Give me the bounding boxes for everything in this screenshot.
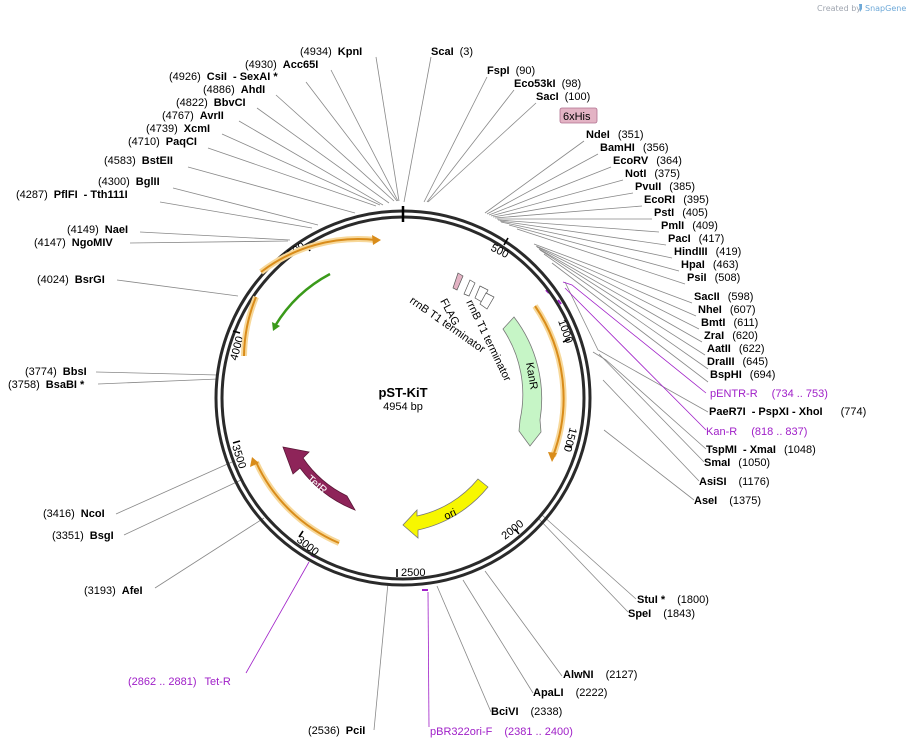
site-bsrgi: (4024)BsrGI [37,274,105,286]
ori-feature [402,478,489,539]
plasmid-name: pST-KiT [378,385,427,400]
primer-labels: pENTR-R(734 .. 753) Kan-R(818 .. 837) (2… [128,388,828,738]
site-xcmi: (4739)XcmI [146,123,210,135]
site-bsphi: BspHI(694) [710,369,775,381]
site-kpni: (4934)KpnI [300,46,362,58]
site-bbsi: (3774)BbsI [25,366,87,378]
tick-label-500: 500 [489,242,511,261]
site-psii: PsiI(508) [687,272,740,284]
site-aatii: AatII(622) [707,343,765,355]
primer-connector-lines [245,281,707,728]
site-connector-lines [95,56,709,731]
flag-feature [452,272,464,291]
site-ndei: NdeI(351) [586,129,644,141]
primer-pbr322ori-f: pBR322ori-F(2381 .. 2400) [430,726,573,738]
site-pcii: (2536)PciI [308,725,365,737]
site-bsgi: (3351)BsgI [52,530,114,542]
site-bamhi: BamHI(356) [600,142,669,154]
site-bbvci: (4822)BbvCI [176,97,246,109]
site-ecorv: EcoRV(364) [613,155,682,167]
site-bcivi: BciVI(2338) [491,706,562,718]
site-ecori: EcoRI(395) [644,194,709,206]
site-ngomiv: (4147)NgoMIV [34,237,113,249]
site-sacii: SacII(598) [694,291,753,303]
site-paer7i: PaeR7I- PspXI - XhoI(774) [709,406,866,418]
site-stui: StuI *(1800) [637,594,709,606]
site-nhei: NheI(607) [698,304,756,316]
site-asisi: AsiSI(1176) [699,476,770,488]
kanr-feature [502,316,543,447]
brand-name: SnapGene [865,4,906,13]
site-fspi: FspI(90) [487,65,535,77]
site-bsabi: (3758)BsaBI * [8,379,85,391]
snapgene-logo-icon [859,4,862,12]
site-pvuii: PvuII(385) [635,181,695,193]
site-naei: (4149)NaeI [67,224,128,236]
brand-prefix: Created by [817,4,861,13]
site-eco53ki: Eco53kI(98) [514,78,581,90]
tick-label-2000: 2000 [499,518,526,543]
terminator-features [463,279,495,310]
ori-label: ori [442,507,458,523]
site-csii: (4926)CsiI- SexAI * [169,71,278,83]
site-pmli: PmlI(409) [661,220,718,232]
tick-label-1000: 1000 [555,318,575,345]
tetr-feature [282,446,356,511]
site-tspmi: TspMI- XmaI(1048) [706,444,816,456]
tick-label-3000: 3000 [294,534,321,559]
site-asei: AseI(1375) [694,495,761,507]
site-draiii: DraIII(645) [707,356,768,368]
site-paqci: (4710)PaqCI [128,136,197,148]
orf-arcs [241,236,567,546]
sixhis-label: 6xHis [563,111,591,123]
primer-kan-r: Kan-R(818 .. 837) [706,426,807,438]
kanr-label: KanR [523,361,540,390]
site-pflfi: (4287)PflFI- Tth111I [16,189,128,201]
site-bsteii: (4583)BstEII [104,155,173,167]
site-noti: NotI(375) [625,168,680,180]
left-site-labels: (4934)KpnI (4930)Acc65I (4926)CsiI- SexA… [8,46,365,737]
site-bglii: (4300)BglII [98,176,160,188]
site-ahdi: (4886)AhdI [203,84,265,96]
site-psti: PstI(405) [654,207,708,219]
orf-arrowheads [250,235,557,467]
plasmid-length: 4954 bp [383,401,423,413]
site-afei: (3193)AfeI [84,585,143,597]
primer-tet-r: (2862 .. 2881)Tet-R [128,676,231,688]
site-saci: SacI(100) [536,91,590,103]
site-hpai: HpaI(463) [681,259,739,271]
site-alwni: AlwNI(2127) [563,669,637,681]
site-spei: SpeI(1843) [628,608,695,620]
site-scai: ScaI(3) [431,46,473,58]
site-apali: ApaLI(2222) [533,687,607,699]
right-site-labels: ScaI(3) FspI(90) Eco53kI(98) SacI(100) N… [431,46,866,718]
primer-pentr-r: pENTR-R(734 .. 753) [710,388,828,400]
site-paci: PacI(417) [668,233,724,245]
site-bmti: BmtI(611) [701,317,758,329]
site-smai: SmaI(1050) [704,457,770,469]
site-acc65i: (4930)Acc65I [245,59,318,71]
site-hindiii: HindIII(419) [674,246,741,258]
site-zrai: ZraI(620) [704,330,758,342]
site-ncoi: (3416)NcoI [43,508,105,520]
sixhis-badge [559,107,598,124]
tick-label-2500: 2500 [401,567,425,579]
site-avrii: (4767)AvrII [162,110,224,122]
